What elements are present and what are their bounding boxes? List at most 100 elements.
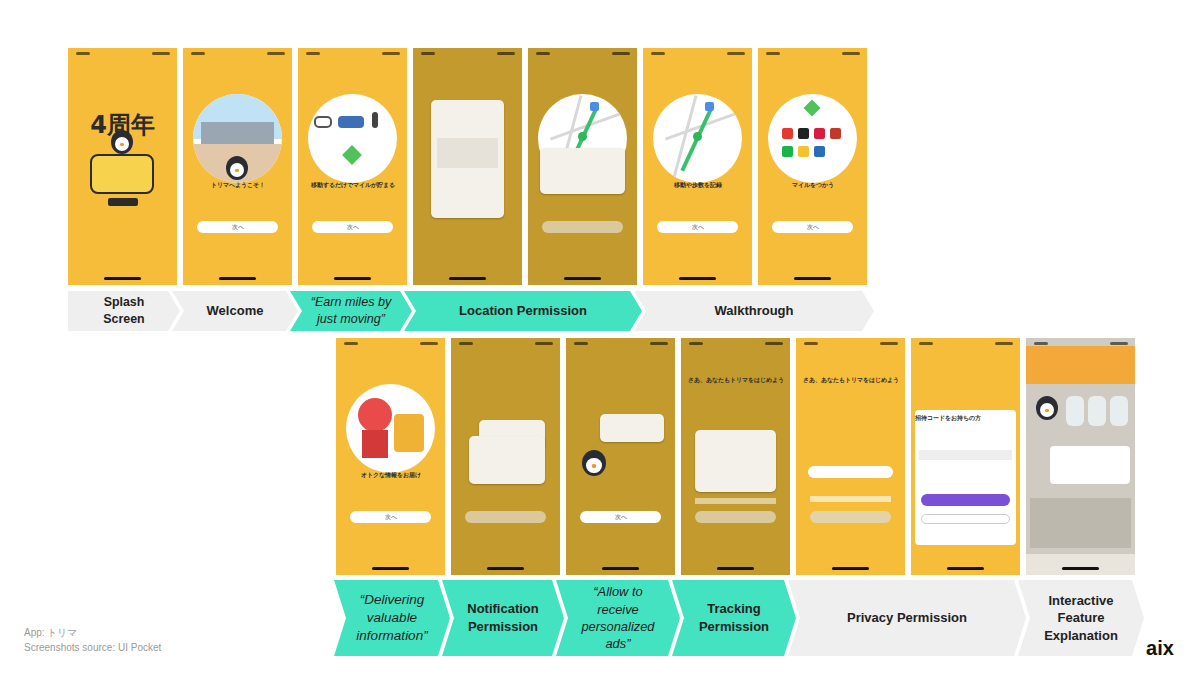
step-band: Notification Permission — [442, 580, 564, 656]
status-bar — [536, 52, 550, 55]
home-indicator — [717, 567, 754, 570]
home-indicator — [602, 567, 639, 570]
step-band: “Allow to receive personalized ads” — [556, 580, 680, 656]
home-indicator — [334, 277, 371, 280]
status-bar — [727, 52, 745, 55]
step-label: “Delivering valuable information” — [350, 591, 434, 646]
mile-cube — [342, 145, 362, 165]
home-indicator — [679, 277, 716, 280]
dialog-map — [437, 138, 498, 168]
screen-text: さあ、あなたもトリマをはじめよう — [796, 376, 905, 384]
illustration-circle — [308, 94, 397, 183]
gacha-dome — [358, 398, 392, 432]
screen-text: 次へ — [657, 221, 738, 233]
screen-text: 4周年 — [68, 110, 177, 140]
screen-text: マイルをつかう — [758, 181, 867, 189]
step-label: “Allow to receive personalized ads” — [572, 583, 664, 653]
permission-dialog — [469, 436, 545, 484]
status-bar — [651, 52, 665, 55]
game-header — [1026, 346, 1135, 384]
map-pin — [705, 102, 714, 111]
status-bar — [689, 342, 703, 345]
status-bar — [535, 342, 553, 345]
step-label: “Earn miles by just moving” — [306, 294, 396, 328]
home-indicator — [487, 567, 524, 570]
home-indicator — [104, 277, 141, 280]
logo-mark — [108, 198, 138, 206]
home-indicator — [832, 567, 869, 570]
home-indicator — [372, 567, 409, 570]
status-bar — [421, 52, 435, 55]
screen-text: 次へ — [772, 221, 853, 233]
status-bar — [76, 52, 90, 55]
brand-logo — [814, 146, 825, 157]
game-list — [1030, 498, 1131, 548]
status-bar — [382, 52, 400, 55]
walker — [372, 112, 378, 128]
step-band: Welcome — [172, 291, 298, 331]
footer-note: Screenshots source: UI Pocket — [24, 641, 224, 655]
code-field — [919, 450, 1012, 460]
step-band: Privacy Permission — [788, 580, 1026, 656]
screen-text: 招待コードをお持ちの方 — [915, 414, 1011, 422]
tab-bar — [1026, 554, 1135, 575]
step-band: Location Permission — [404, 291, 642, 331]
home-indicator — [947, 567, 984, 570]
phone-screenshot — [796, 338, 905, 575]
status-bar — [152, 52, 170, 55]
status-bar — [612, 52, 630, 55]
status-bar — [497, 52, 515, 55]
car — [338, 116, 364, 128]
penguin-beak — [120, 143, 124, 146]
status-bar — [766, 52, 780, 55]
map-pin — [578, 132, 587, 141]
next-button — [542, 221, 623, 233]
building — [201, 122, 274, 144]
step-label: Location Permission — [459, 302, 587, 320]
permission-dialog — [695, 430, 776, 492]
checkbox-row — [810, 496, 891, 502]
step-label: Notification Permission — [458, 600, 548, 635]
step-label: Privacy Permission — [847, 609, 967, 627]
step-band: Splash Screen — [68, 291, 180, 331]
home-indicator — [794, 277, 831, 280]
next-button — [465, 511, 546, 523]
screen-text: オトクな情報をお届け — [336, 471, 445, 479]
brand-logo — [814, 128, 825, 139]
status-bar — [191, 52, 205, 55]
map-pin — [590, 102, 599, 111]
status-bar — [344, 342, 358, 345]
map-pin — [693, 132, 702, 141]
status-bar — [804, 342, 818, 345]
screen-text: 移動するだけでマイルが貯まる — [298, 181, 407, 189]
illustration-circle — [653, 94, 742, 183]
status-bar — [267, 52, 285, 55]
screen-text: 次へ — [197, 221, 278, 233]
screen-text: 次へ — [312, 221, 393, 233]
brand-logo — [798, 146, 809, 157]
brand-logo — [798, 128, 809, 139]
home-indicator — [1062, 567, 1099, 570]
home-indicator — [219, 277, 256, 280]
gacha-base — [362, 430, 388, 458]
brand-logo — [830, 128, 841, 139]
permission-dialog — [540, 148, 625, 194]
status-bar — [765, 342, 783, 345]
checkbox-row — [695, 498, 776, 504]
screen-text: さあ、あなたもトリマをはじめよう — [681, 376, 790, 384]
brand-logo — [782, 146, 793, 157]
next-button — [810, 511, 891, 523]
illustration-circle — [768, 94, 857, 183]
step-label: Tracking Permission — [688, 600, 780, 635]
mile-cube — [804, 100, 821, 117]
screen-text: トリマへようこそ！ — [183, 181, 292, 189]
slot-machine — [394, 414, 424, 452]
footer-note: aix — [1130, 634, 1190, 662]
penguin-beak — [592, 464, 596, 467]
step-band: Walkthrough — [634, 291, 874, 331]
step-label: Walkthrough — [715, 302, 794, 320]
skip-button — [921, 514, 1010, 524]
status-bar — [420, 342, 438, 345]
screen-text: 移動や歩数を記録 — [643, 181, 752, 189]
